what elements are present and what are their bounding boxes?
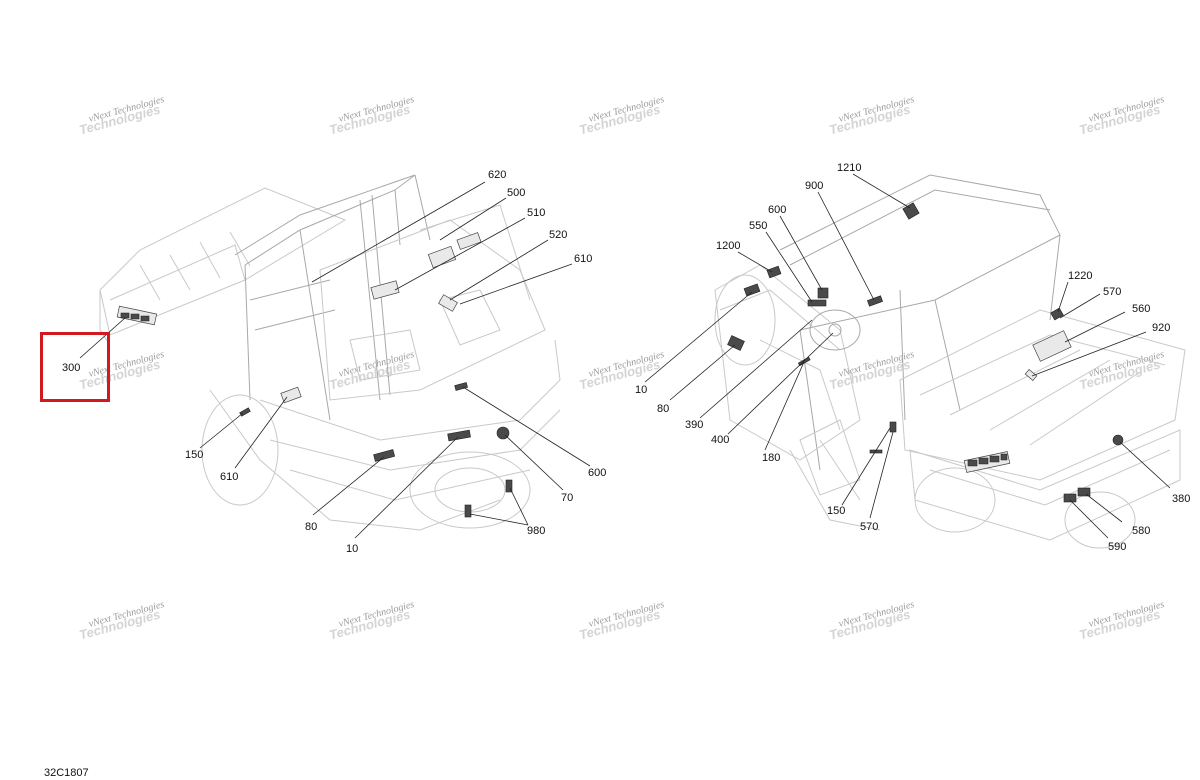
watermark: Technologies vNext Technologies	[827, 599, 915, 643]
callout-label: 550	[749, 220, 767, 232]
watermark: Technologies vNext Technologies	[1077, 599, 1165, 643]
callouts-front-view: 620 500 510 520 610 300 150 610 80 10 60…	[62, 169, 606, 555]
callout-label: 150	[827, 505, 845, 517]
callout-label: 500	[507, 187, 525, 199]
callout-label: 980	[527, 525, 545, 537]
watermark: Technologies vNext Technologies	[577, 349, 665, 393]
callout-label: 380	[1172, 493, 1190, 505]
callout-label: 520	[549, 229, 567, 241]
vehicle-front-view	[99, 174, 561, 531]
callout-label: 620	[488, 169, 506, 181]
vehicle-rear-view	[714, 174, 1186, 549]
callout-label: 390	[685, 419, 703, 431]
callout-label-highlighted: 300	[62, 362, 80, 374]
diagram-code: 32C1807	[44, 767, 89, 779]
callout-label: 560	[1132, 303, 1150, 315]
watermark-layer: Technologies vNext Technologies Technolo…	[77, 94, 1165, 643]
watermark: Technologies vNext Technologies	[1077, 94, 1165, 138]
callout-label: 570	[860, 521, 878, 533]
watermark: Technologies vNext Technologies	[327, 94, 415, 138]
watermark: Technologies vNext Technologies	[577, 599, 665, 643]
callout-label: 610	[574, 253, 592, 265]
callout-label: 70	[561, 492, 573, 504]
watermark: Technologies vNext Technologies	[827, 94, 915, 138]
watermark: Technologies vNext Technologies	[827, 349, 915, 393]
callout-label: 180	[762, 452, 780, 464]
watermark: Technologies vNext Technologies	[577, 94, 665, 138]
callout-label: 570	[1103, 286, 1121, 298]
callout-label: 1210	[837, 162, 861, 174]
callout-label: 580	[1132, 525, 1150, 537]
callout-label: 590	[1108, 541, 1126, 553]
callout-label: 150	[185, 449, 203, 461]
callout-label: 1200	[716, 240, 740, 252]
callouts-rear-view: 1210 900 600 550 1200 1220 570 560 920 1…	[635, 162, 1190, 553]
watermark: Technologies vNext Technologies	[327, 599, 415, 643]
callout-highlight-box	[40, 332, 110, 402]
callout-label: 600	[768, 204, 786, 216]
leader-lines	[79, 173, 1171, 539]
callout-label: 10	[635, 384, 647, 396]
callout-label: 610	[220, 471, 238, 483]
callout-label: 600	[588, 467, 606, 479]
callout-label: 920	[1152, 322, 1170, 334]
callout-label: 1220	[1068, 270, 1092, 282]
watermark: Technologies vNext Technologies	[77, 94, 165, 138]
callout-label: 80	[305, 521, 317, 533]
callout-label: 510	[527, 207, 545, 219]
watermark: Technologies vNext Technologies	[77, 599, 165, 643]
callout-label: 10	[346, 543, 358, 555]
watermark: Technologies vNext Technologies	[327, 349, 415, 393]
callout-label: 900	[805, 180, 823, 192]
callout-label: 80	[657, 403, 669, 415]
watermark: Technologies vNext Technologies	[1077, 349, 1165, 393]
callout-label: 400	[711, 434, 729, 446]
